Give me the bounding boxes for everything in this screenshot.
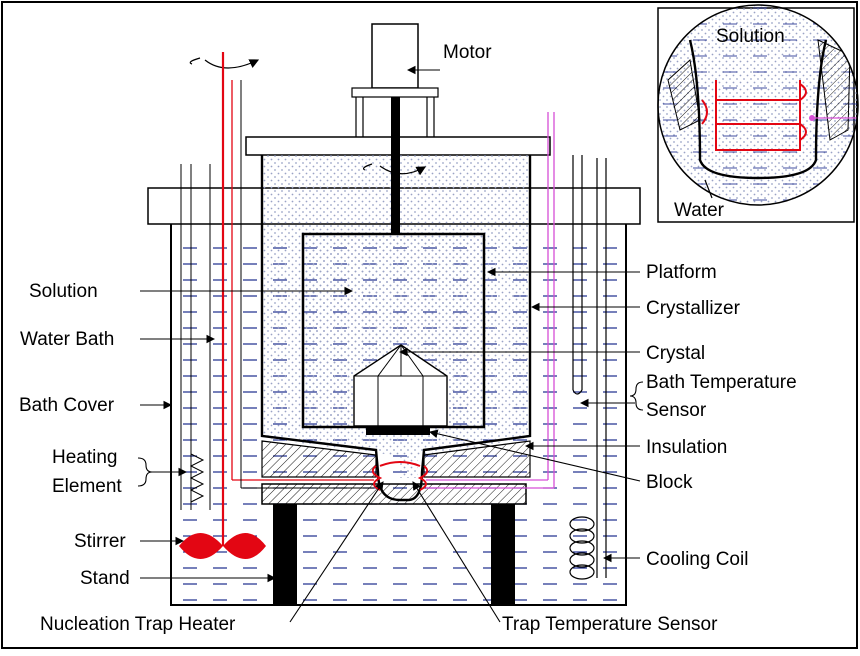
label-bath-temperature-line2: Sensor (646, 400, 707, 421)
label-heating-element-line1: Heating (52, 447, 118, 468)
insulation (261, 440, 377, 478)
label-crystal: Crystal (646, 343, 705, 364)
stirring-shaft (391, 96, 400, 234)
label-block: Block (646, 472, 693, 493)
label-solution: Solution (29, 281, 98, 302)
label-bath-cover: Bath Cover (19, 395, 115, 416)
label-cooling-coil: Cooling Coil (646, 549, 748, 570)
water-bath-vessel (170, 224, 627, 606)
motor (371, 23, 419, 89)
crystal (353, 344, 448, 427)
stand-leg-right (491, 504, 515, 605)
inset-label-water: Water (674, 200, 725, 221)
label-bath-temperature-line1: Bath Temperature (646, 372, 797, 393)
label-crystallizer: Crystallizer (646, 298, 741, 319)
label-heating-element-line2: Element (52, 476, 122, 497)
support-plate (261, 483, 527, 505)
label-stand: Stand (80, 568, 130, 589)
rotation-arrow-motor (379, 165, 427, 176)
stand-leg-left (273, 504, 297, 605)
stirrer-impeller (179, 533, 266, 559)
label-motor: Motor (443, 42, 492, 63)
label-water-bath: Water Bath (20, 329, 114, 350)
pointer-lines (137, 65, 644, 623)
inset-label-solution: Solution (716, 26, 785, 47)
label-trap-temperature-sensor: Trap Temperature Sensor (502, 614, 718, 635)
label-stirrer: Stirrer (74, 531, 126, 552)
label-nucleation-trap-heater: Nucleation Trap Heater (40, 614, 236, 635)
inset-detail (657, 4, 859, 223)
label-platform: Platform (646, 262, 717, 283)
label-insulation: Insulation (646, 437, 727, 458)
rotation-arrow-stirrer (204, 59, 260, 69)
block (366, 426, 430, 435)
cooling-coil (569, 158, 607, 580)
motor-mount (351, 87, 439, 98)
